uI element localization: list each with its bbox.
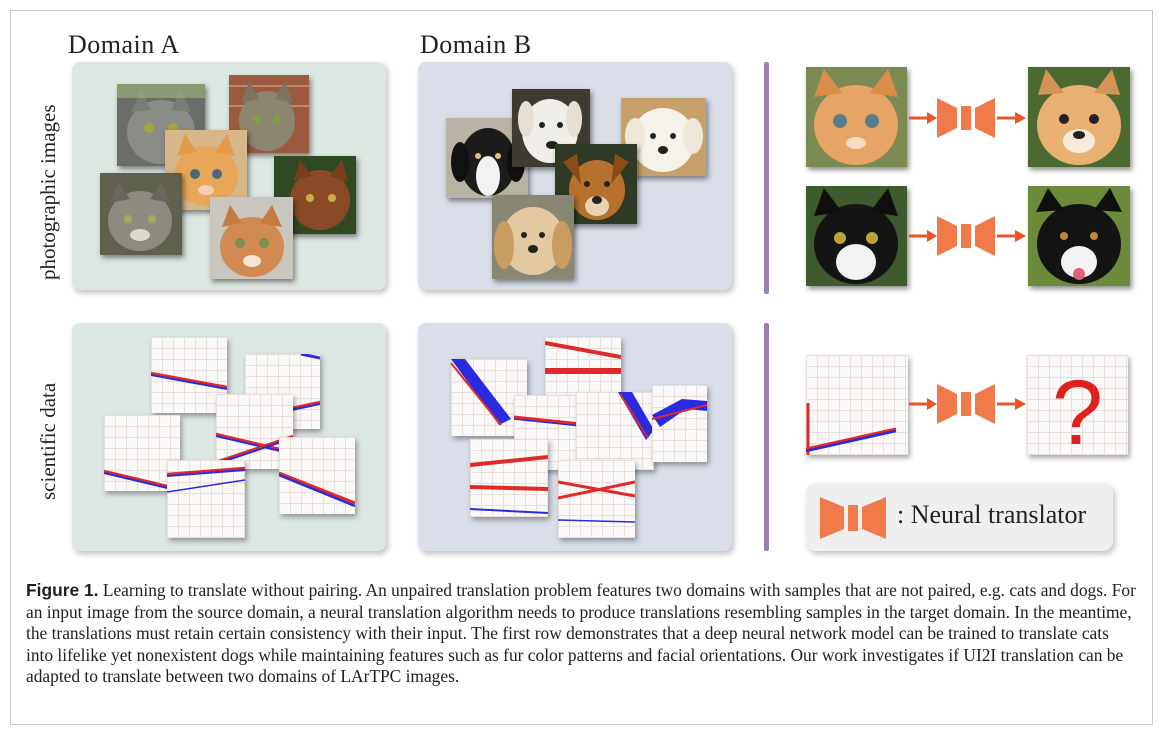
lartpc-image-a	[167, 460, 245, 538]
caption-text: Learning to translate without pairing. A…	[26, 580, 1136, 686]
legend: : Neural translator	[806, 483, 1113, 551]
question-mark: ?	[1051, 362, 1104, 455]
legend-text: : Neural translator	[897, 500, 1087, 529]
domain-a-label: Domain A	[68, 30, 180, 59]
translator-unit	[909, 98, 1026, 138]
cat-photo	[210, 197, 293, 279]
divider-top	[764, 62, 769, 294]
output-dog-photo	[1028, 186, 1130, 286]
row-label-scientific: scientific data	[36, 382, 60, 500]
unknown-output-image: ?	[1027, 355, 1128, 455]
output-dog-photo	[1028, 67, 1130, 167]
lartpc-image-b	[470, 439, 548, 517]
cat-photo	[100, 173, 182, 255]
neural-translator-icon	[820, 497, 886, 539]
neural-translator-icon	[937, 98, 995, 138]
lartpc-image-a	[279, 437, 355, 514]
lartpc-image-b	[558, 460, 635, 538]
lartpc-image-b	[576, 392, 654, 470]
row-label-photographic: photographic images	[36, 104, 60, 280]
translator-unit	[909, 384, 1026, 424]
divider-bottom	[764, 323, 769, 551]
translator-unit	[909, 216, 1026, 256]
lartpc-image-b	[652, 385, 707, 462]
dog-photo	[621, 98, 706, 176]
figure-caption: Figure 1. Learning to translate without …	[26, 580, 1136, 688]
input-cat-photo	[806, 67, 907, 167]
lartpc-image-a	[151, 337, 227, 413]
dog-photo	[492, 195, 574, 279]
neural-translator-icon	[937, 216, 995, 256]
input-cat-photo	[806, 186, 907, 286]
lartpc-image-b	[451, 359, 527, 436]
neural-translator-icon	[937, 384, 995, 424]
figure-frame	[10, 10, 1153, 725]
dog-photo	[512, 89, 590, 167]
caption-label: Figure 1.	[26, 580, 99, 600]
cat-photo	[229, 75, 309, 153]
domain-b-label: Domain B	[420, 30, 532, 59]
input-lartpc-image	[806, 355, 908, 455]
